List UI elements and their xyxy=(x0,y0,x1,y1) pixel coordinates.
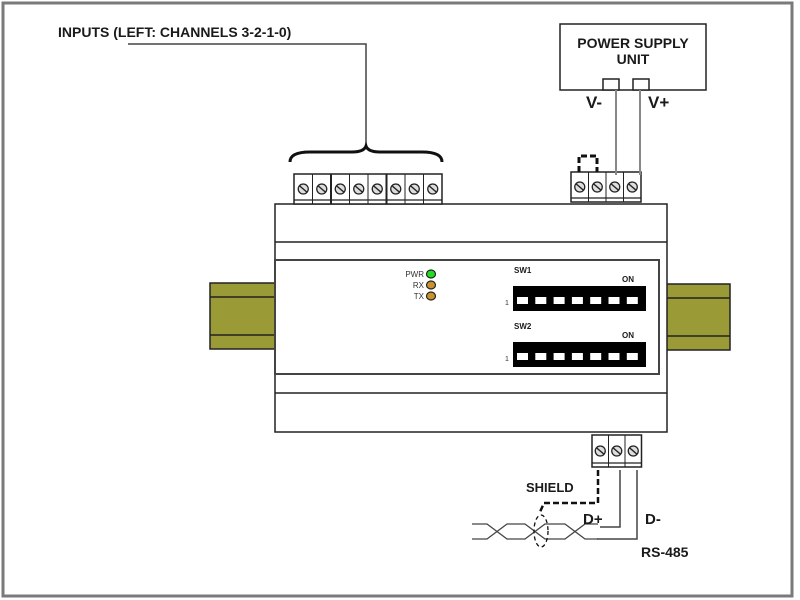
switch-toggle[interactable] xyxy=(590,297,602,304)
switch-toggle[interactable] xyxy=(553,297,565,304)
screw-icon xyxy=(297,183,309,195)
switch-toggle[interactable] xyxy=(535,297,547,304)
screw-icon xyxy=(626,181,638,193)
inputs-label: INPUTS (LEFT: CHANNELS 3-2-1-0) xyxy=(58,24,291,40)
wire-d-plus xyxy=(600,470,621,528)
screw-icon xyxy=(627,445,639,457)
screw-icon xyxy=(408,183,420,195)
psu-terminal-vplus xyxy=(632,78,650,91)
switch-toggle[interactable] xyxy=(517,353,528,360)
status-leds: PWR RX TX xyxy=(405,269,437,301)
screw-icon xyxy=(316,183,328,195)
v-plus-label: V+ xyxy=(648,93,669,112)
led-label: RX xyxy=(413,281,425,290)
power-supply-unit: POWER SUPPLY UNIT xyxy=(559,23,707,91)
jumper-link xyxy=(577,154,599,172)
screw-icon xyxy=(611,445,623,457)
switch-toggle[interactable] xyxy=(626,297,638,304)
module-body xyxy=(274,203,668,433)
screw-icon xyxy=(427,183,439,195)
switch-toggle[interactable] xyxy=(571,353,583,360)
switch-name-label: SW2 xyxy=(514,322,532,331)
din-rail-left xyxy=(209,282,277,350)
power-terminal-block xyxy=(570,171,642,203)
led-label: PWR xyxy=(405,270,424,279)
inputs-brace xyxy=(288,141,444,163)
input-terminal-block xyxy=(293,173,443,205)
switch-toggle[interactable] xyxy=(626,353,638,360)
shield-wire xyxy=(538,470,600,513)
wire-d-minus xyxy=(597,470,638,540)
switch-toggle[interactable] xyxy=(553,353,565,360)
led-tx-indicator xyxy=(425,291,437,301)
switch-on-label: ON xyxy=(622,331,634,340)
inputs-leader-line xyxy=(128,43,367,148)
led-pwr-indicator xyxy=(425,269,437,279)
led-label: TX xyxy=(414,292,425,301)
switch-position-1-label: 1 xyxy=(505,356,509,363)
switch-name-label: SW1 xyxy=(514,266,532,275)
psu-label-line2: UNIT xyxy=(617,51,650,67)
d-plus-label: D+ xyxy=(583,511,603,528)
screw-icon xyxy=(609,181,621,193)
shield-label: SHIELD xyxy=(526,480,574,495)
switch-on-label: ON xyxy=(622,275,634,284)
rs485-label: RS-485 xyxy=(641,544,689,560)
screw-icon xyxy=(353,183,365,195)
twisted-pair-cable xyxy=(472,514,598,548)
switch-position-1-label: 1 xyxy=(505,300,509,307)
screw-icon xyxy=(334,183,346,195)
rs485-terminal-block xyxy=(591,434,643,468)
din-rail-right xyxy=(665,283,731,351)
screw-icon xyxy=(591,181,603,193)
switch-toggle[interactable] xyxy=(535,353,547,360)
psu-terminal-vminus xyxy=(602,78,620,91)
switch-toggle[interactable] xyxy=(517,297,528,304)
screw-icon xyxy=(371,183,383,195)
v-minus-label: V- xyxy=(586,93,602,112)
switch-toggle[interactable] xyxy=(571,297,583,304)
led-rx-indicator xyxy=(425,280,437,290)
psu-label-line1: POWER SUPPLY xyxy=(577,35,689,51)
screw-icon xyxy=(574,181,586,193)
switch-toggle[interactable] xyxy=(590,353,602,360)
switch-toggle[interactable] xyxy=(608,297,620,304)
screw-icon xyxy=(390,183,402,195)
screw-icon xyxy=(594,445,606,457)
d-minus-label: D- xyxy=(645,511,661,528)
switch-toggle[interactable] xyxy=(608,353,620,360)
